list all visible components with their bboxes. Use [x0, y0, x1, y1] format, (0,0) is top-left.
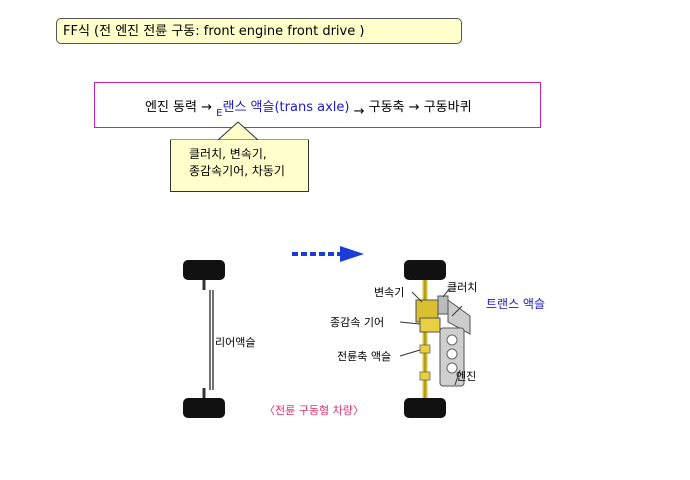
- transmission-label: 변속기: [374, 286, 405, 299]
- flow-arrow: →: [201, 100, 213, 115]
- callout-line: 종감속기어, 차동기: [189, 164, 285, 178]
- engine-label: 엔진: [456, 370, 477, 383]
- flow-trans-prefix: E: [216, 108, 223, 119]
- page-title: FF식 (전 엔진 전륜 구동: front engine front driv…: [56, 18, 462, 44]
- flow-engine: 엔진 동력: [145, 100, 197, 115]
- trans-axle: [447, 299, 471, 335]
- wheel: [404, 398, 446, 418]
- power-flow-box: 엔진 동력 → E랜스 액슬(trans axle) → 구동축 → 구동바퀴: [94, 82, 541, 128]
- flow-arrow: →: [353, 104, 365, 119]
- power-flow-line: 엔진 동력 → E랜스 액슬(trans axle) → 구동축 → 구동바퀴: [145, 96, 472, 119]
- final-drive-label: 종감속 기어: [330, 316, 385, 329]
- trans-axle-label: 트랜스 액슬: [486, 297, 546, 311]
- clutch: [437, 295, 449, 315]
- front-axle-shaft-label: 전륜축 액슬: [337, 350, 392, 363]
- flow-arrow: →: [408, 100, 420, 115]
- callout-line: 클러치, 변속기,: [189, 147, 267, 161]
- final-drive: [419, 317, 441, 333]
- wheel: [183, 260, 225, 280]
- flow-wheel: 구동바퀴: [423, 100, 472, 115]
- rear-drive-chassis: [183, 260, 225, 418]
- blue-arrow: [292, 246, 364, 262]
- clutch-label: 클러치: [447, 281, 478, 294]
- rear-axle-label: 리어액슬: [215, 336, 256, 349]
- flow-shaft: 구동축: [368, 100, 405, 115]
- front-drive-chassis: [399, 260, 471, 418]
- wheel: [183, 398, 225, 418]
- flow-trans-axle: 랜스 액슬(trans axle): [222, 100, 350, 115]
- wheel: [404, 260, 446, 280]
- trans-axle-callout: 클러치, 변속기, 종감속기어, 차동기: [170, 140, 309, 192]
- diagram-caption: 〈전륜 구동형 차량〉: [264, 404, 364, 417]
